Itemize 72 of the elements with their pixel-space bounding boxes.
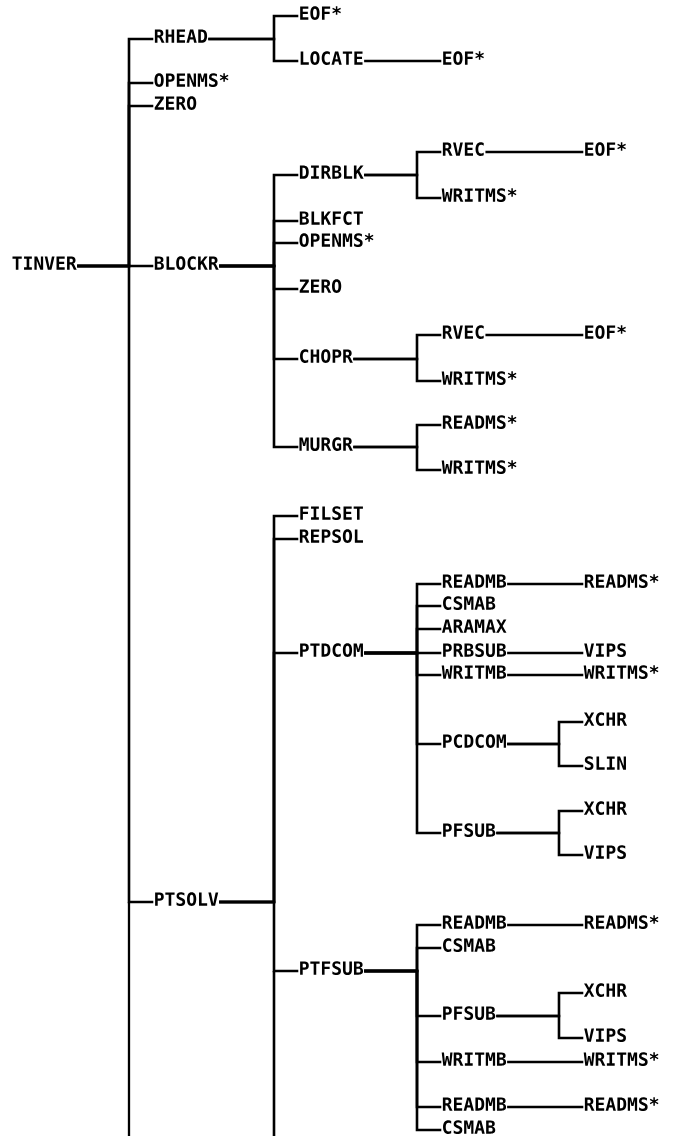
routine-name: WRITMS* — [583, 1052, 659, 1066]
connector-line — [77, 264, 154, 904]
connector-line — [208, 37, 299, 63]
connector-line — [364, 173, 442, 200]
routine-name: EOF* — [585, 325, 626, 339]
routine-name: MURGR — [299, 437, 353, 451]
routine-name: ARAMAX — [442, 619, 507, 633]
connector-line — [507, 1105, 584, 1109]
routine-name: READMS* — [584, 1097, 659, 1111]
routine-name: DIRBLK — [299, 165, 364, 179]
connector-line — [353, 357, 442, 383]
routine-name: XCHR — [583, 712, 628, 726]
connector-line — [507, 1060, 584, 1064]
routine-name: VIPS — [584, 1028, 626, 1042]
routine-name: SLIN — [584, 756, 626, 770]
routine-name: LOCATE — [300, 51, 363, 65]
routine-name: ZERO — [154, 96, 197, 110]
routine-name: WRITMB — [441, 665, 507, 679]
routine-name: EOF* — [443, 51, 484, 65]
routine-name: READMS* — [584, 574, 659, 588]
routine-name: PTSOLV — [155, 892, 219, 906]
connector-line — [507, 923, 584, 927]
routine-name: READMB — [442, 574, 507, 588]
routine-name: CSMAB — [443, 938, 496, 952]
connector-line — [485, 150, 584, 154]
routine-name: WRITMS* — [441, 188, 517, 202]
routine-name: WRITMS* — [441, 460, 517, 474]
routine-name: TINVER — [12, 256, 77, 270]
routine-name: WRITMS* — [441, 371, 517, 385]
routine-name: FILSET — [300, 506, 363, 520]
routine-name: RHEAD — [154, 29, 208, 43]
routine-name: REPSOL — [299, 529, 363, 543]
routine-name: PFSUB — [443, 823, 496, 837]
connector-line — [485, 333, 584, 337]
routine-name: PRBSUB — [443, 643, 507, 657]
connector-line — [507, 742, 584, 768]
connector-line — [364, 59, 442, 63]
routine-name: PTFSUB — [300, 961, 364, 975]
connector-line — [364, 651, 442, 835]
routine-name: PFSUB — [443, 1006, 496, 1020]
connector-line — [496, 1014, 584, 1040]
routine-name: EOF* — [300, 6, 341, 20]
connector-line — [496, 831, 584, 857]
routine-name: XCHR — [583, 801, 628, 815]
connector-line — [219, 264, 299, 449]
routine-name: BLKFCT — [299, 211, 363, 225]
routine-name: BLOCKR — [154, 256, 219, 270]
routine-name: ZERO — [299, 279, 342, 293]
connector-line — [507, 582, 584, 586]
routine-name: WRITMS* — [583, 665, 659, 679]
routine-name: PTDCOM — [300, 643, 363, 657]
routine-name: READMS* — [584, 915, 659, 929]
connector-line — [507, 651, 584, 655]
routine-name: CSMAB — [443, 1120, 496, 1134]
routine-name: CHOPR — [300, 349, 353, 363]
routine-name: EOF* — [585, 142, 626, 156]
connector-line — [507, 673, 584, 677]
routine-name: OPENMS* — [154, 73, 229, 87]
routine-name: CSMAB — [443, 596, 496, 610]
routine-name: READMB — [442, 915, 507, 929]
connector-line — [353, 445, 442, 472]
routine-name: VIPS — [584, 845, 626, 859]
routine-name: WRITMB — [441, 1052, 507, 1066]
routine-name: READMB — [442, 1097, 507, 1111]
routine-name: VIPS — [584, 643, 626, 657]
routine-name: XCHR — [583, 983, 628, 997]
routine-name: OPENMS* — [299, 233, 374, 247]
routine-name: READMS* — [442, 415, 517, 429]
routine-name: RVEC — [442, 142, 484, 156]
routine-name: PCDCOM — [443, 734, 506, 748]
routine-name: RVEC — [442, 325, 484, 339]
connector-line — [219, 900, 299, 973]
